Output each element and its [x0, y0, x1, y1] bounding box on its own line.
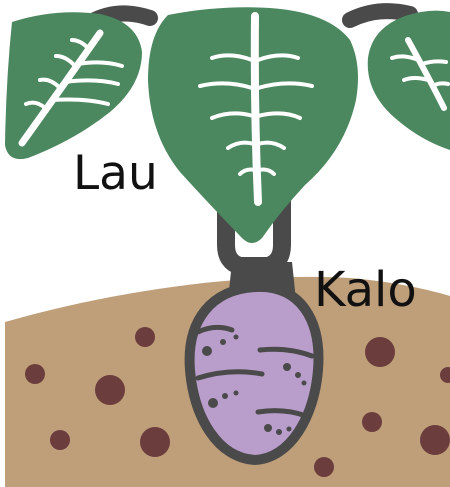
- corm-eye: [287, 427, 292, 432]
- corm-eye: [234, 335, 239, 340]
- soil-stone: [135, 327, 155, 347]
- corm-eye: [276, 429, 282, 435]
- corm-eye: [234, 391, 239, 396]
- taro-leaf-icon: [5, 12, 142, 159]
- soil-stone: [140, 427, 170, 457]
- soil-stone: [365, 337, 395, 367]
- leaf-label: Lau: [73, 150, 158, 197]
- corm-label: Kalo: [314, 266, 417, 314]
- soil-stone: [314, 457, 334, 477]
- soil-stone: [50, 430, 70, 450]
- corm-eye: [302, 381, 307, 386]
- corm-eye: [264, 424, 272, 432]
- corm-eye: [295, 372, 301, 378]
- corm-eye: [220, 339, 226, 345]
- soil-stone: [25, 364, 45, 384]
- soil-stone: [362, 412, 382, 432]
- corm-eye: [283, 363, 291, 371]
- soil-stone: [95, 375, 125, 405]
- corm-eye: [208, 398, 218, 408]
- corm-eye: [222, 393, 228, 399]
- taro-leaf-icon: [368, 11, 450, 150]
- taro-leaf-icon: [148, 7, 358, 243]
- corm-eye: [202, 346, 212, 356]
- soil-stone: [420, 425, 450, 455]
